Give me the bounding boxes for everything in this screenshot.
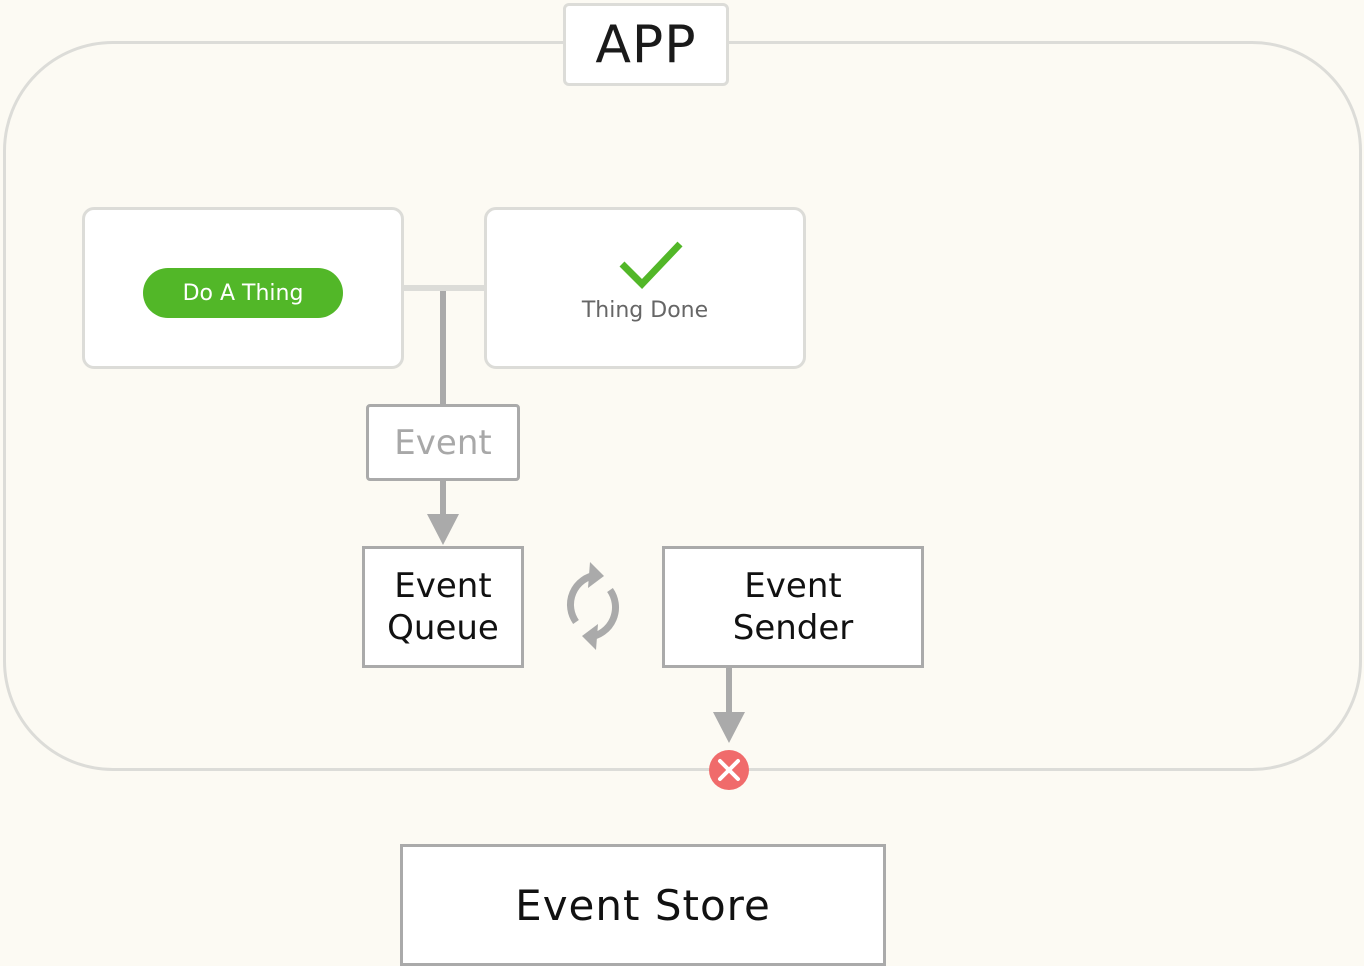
event-queue-line1: Event <box>394 566 492 606</box>
event-box: Event <box>366 404 520 481</box>
event-sender-line1: Event <box>744 566 842 606</box>
thing-done-label: Thing Done <box>581 298 709 323</box>
event-to-queue-arrowhead <box>427 514 459 545</box>
event-sender-box: Event Sender <box>662 546 924 668</box>
event-queue-line2: Queue <box>387 608 499 648</box>
do-a-thing-button[interactable]: Do A Thing <box>143 268 343 318</box>
sender-to-store-arrowhead <box>713 712 745 743</box>
event-queue-box: Event Queue <box>362 546 524 668</box>
event-store-box: Event Store <box>400 844 886 966</box>
result-card <box>484 207 806 369</box>
app-title: APP <box>563 3 729 86</box>
event-sender-line2: Sender <box>732 608 854 648</box>
